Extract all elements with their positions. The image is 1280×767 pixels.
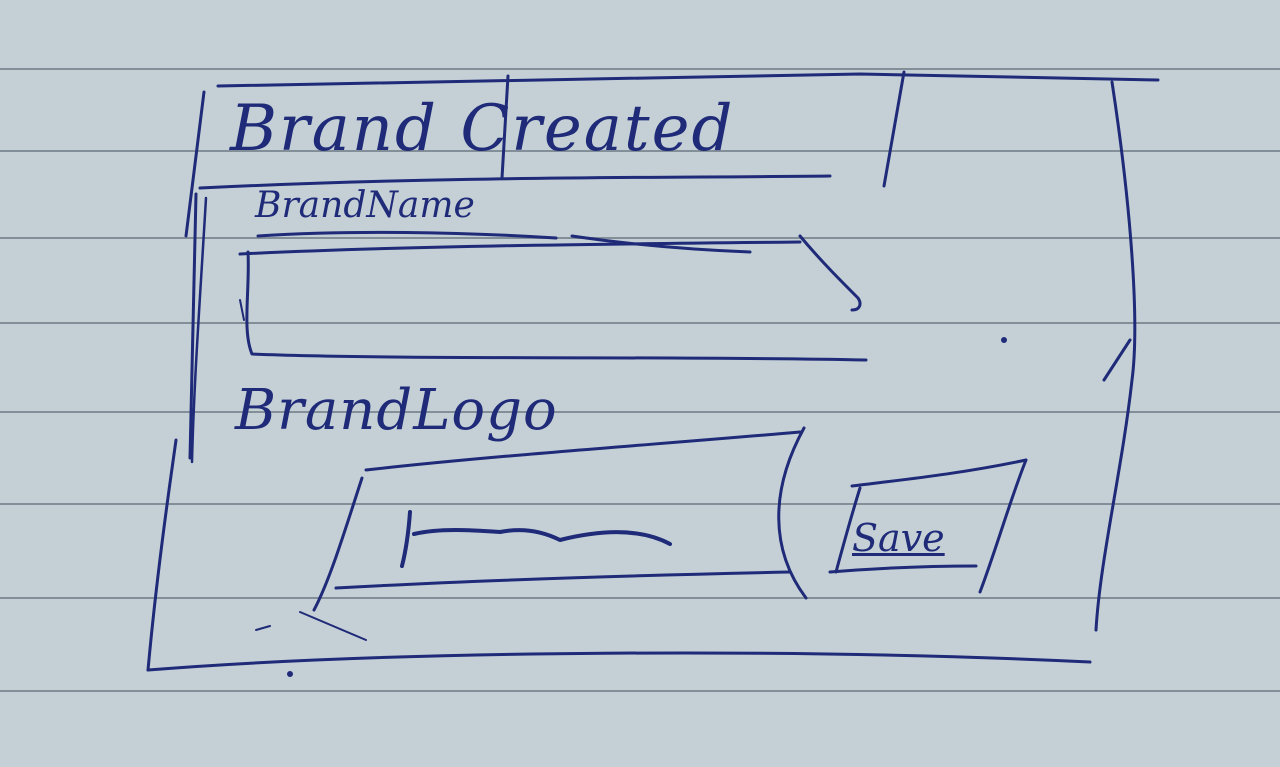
ruled-line — [0, 68, 1280, 70]
save-button-outline — [834, 486, 862, 574]
form-frame — [188, 192, 198, 460]
logo-placeholder-scribble — [400, 510, 672, 568]
save-button-label: Save — [852, 516, 945, 560]
brand-logo-label: BrandLogo — [235, 378, 558, 443]
save-button-outline — [850, 458, 1028, 488]
stray-mark — [255, 611, 367, 641]
header-divider — [500, 74, 510, 180]
logo-field-outline — [334, 570, 792, 590]
brand-name-input-outline — [570, 234, 752, 254]
form-frame — [184, 90, 206, 238]
stray-dot — [287, 671, 293, 677]
logo-field-outline — [777, 426, 808, 600]
ruled-line — [0, 597, 1280, 599]
logo-field-outline — [364, 430, 802, 472]
ruled-line — [0, 503, 1280, 505]
stray-dot — [1001, 337, 1007, 343]
form-frame — [1102, 338, 1132, 382]
save-button[interactable] — [828, 470, 1020, 582]
ruled-line — [0, 690, 1280, 692]
brand-name-input-outline — [238, 240, 802, 256]
form-frame — [1094, 80, 1137, 632]
name-label-underline — [256, 230, 558, 240]
ruled-line — [0, 150, 1280, 152]
brand-name-input-outline — [798, 234, 862, 312]
form-frame — [146, 438, 178, 672]
brand-logo-upload-field[interactable] — [322, 468, 790, 588]
ruled-line — [0, 411, 1280, 413]
brand-name-input[interactable] — [248, 248, 853, 356]
save-button-outline — [978, 458, 1028, 594]
brand-name-label: BrandName — [255, 185, 475, 226]
page-title: Brand Created — [230, 92, 735, 166]
ruled-line — [0, 237, 1280, 239]
form-frame — [190, 196, 208, 464]
save-button-outline — [828, 564, 978, 574]
header-divider — [198, 174, 832, 190]
form-frame — [146, 651, 1092, 672]
logo-field-outline — [312, 476, 364, 612]
brand-name-input-outline — [239, 299, 245, 321]
header-divider — [882, 70, 906, 188]
form-frame — [216, 72, 1160, 88]
ruled-line — [0, 322, 1280, 324]
brand-name-input-outline — [245, 250, 868, 362]
